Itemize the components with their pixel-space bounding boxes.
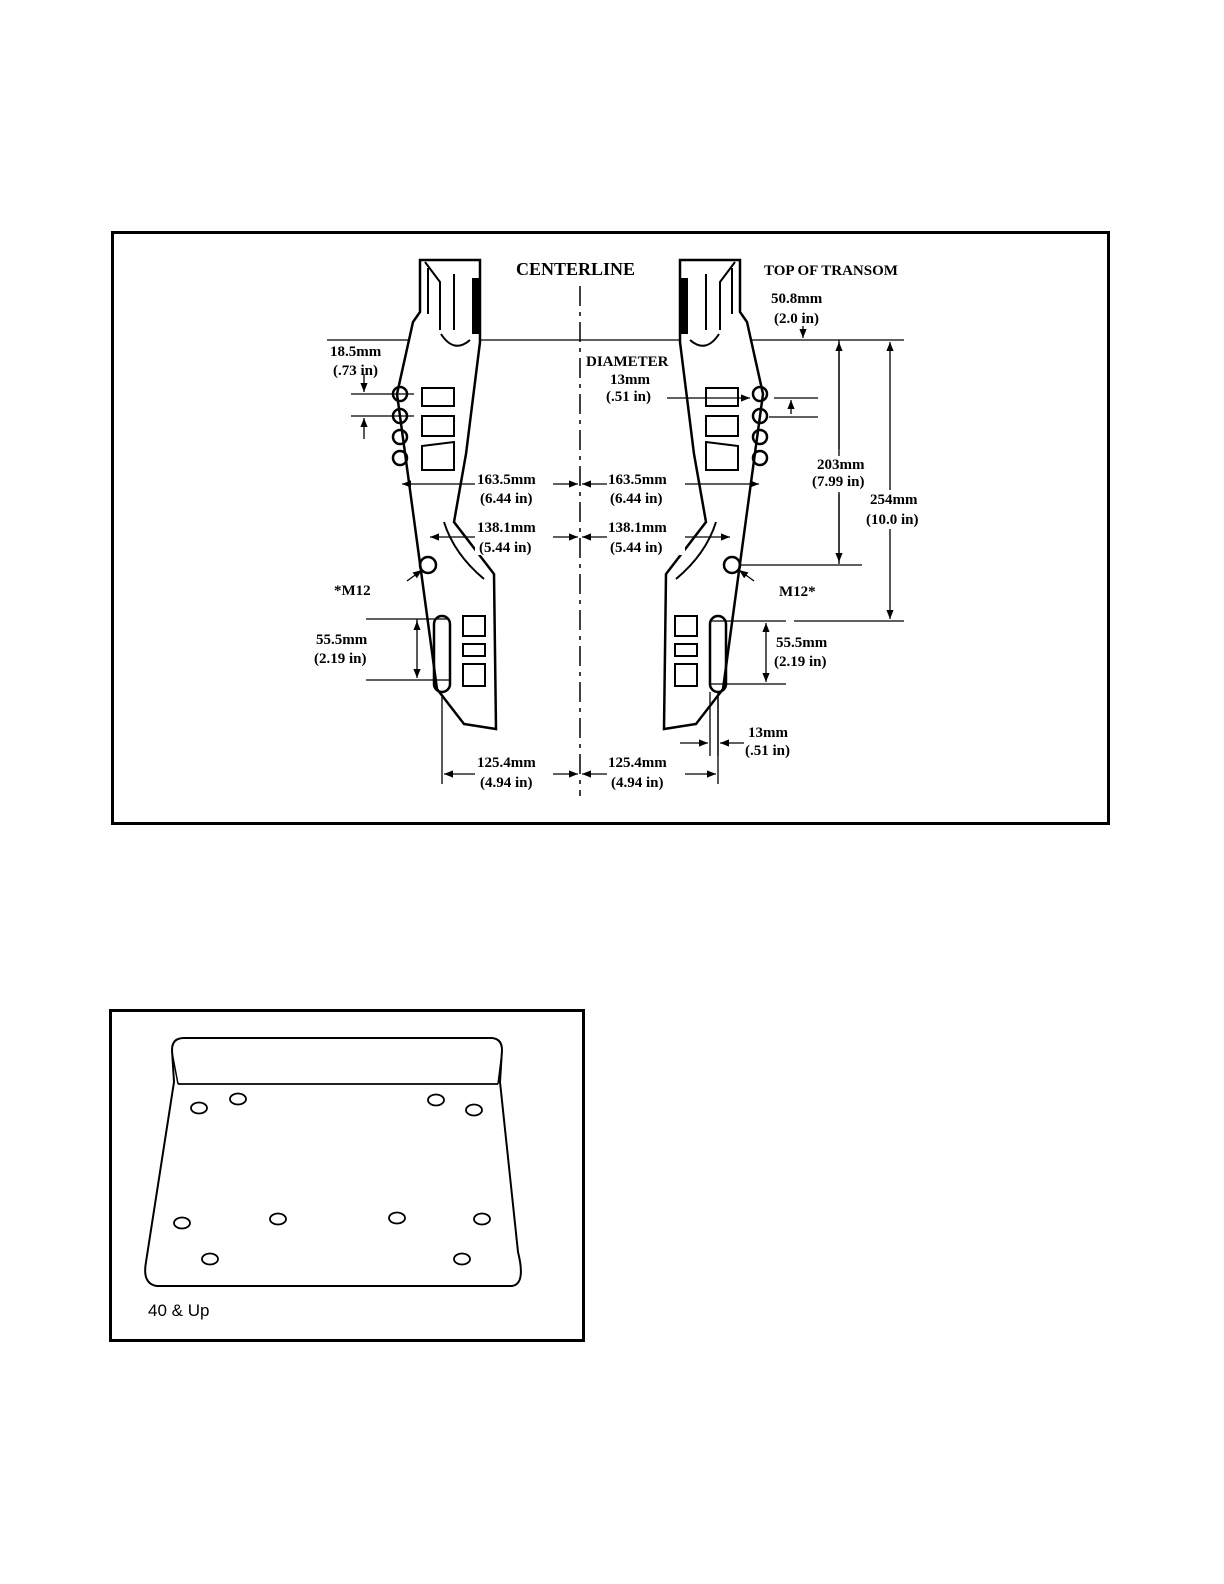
dim-203-in: (7.99 in) xyxy=(812,474,865,490)
dim-top-in: (2.0 in) xyxy=(774,311,819,327)
m12-left-label: *M12 xyxy=(334,583,371,599)
mounting-plate-drawing xyxy=(112,1012,582,1339)
centerline-label: CENTERLINE xyxy=(516,259,635,279)
dim-203-mm: 203mm xyxy=(817,457,865,473)
dim-163-right-mm: 163.5mm xyxy=(608,472,667,488)
dim-55-right-in: (2.19 in) xyxy=(774,654,827,670)
diameter-in: (.51 in) xyxy=(606,389,651,405)
dim-138-left-in: (5.44 in) xyxy=(479,540,532,556)
dim-left-hole-in: (.73 in) xyxy=(333,363,378,379)
bracket-dimension-figure: CENTERLINE TOP OF TRANSOM 50.8mm (2.0 in… xyxy=(111,231,1110,825)
dim-55-left-mm: 55.5mm xyxy=(316,632,368,648)
dim-125-right-mm: 125.4mm xyxy=(608,755,667,771)
dim-254-in: (10.0 in) xyxy=(866,512,919,528)
top-of-transom-label: TOP OF TRANSOM xyxy=(764,263,898,279)
mounting-plate xyxy=(145,1038,521,1286)
dim-slot-in: (.51 in) xyxy=(745,743,790,759)
diameter-mm: 13mm xyxy=(610,372,650,388)
m12-right-label: M12* xyxy=(779,584,816,600)
dim-163-left-mm: 163.5mm xyxy=(477,472,536,488)
dim-163-right-in: (6.44 in) xyxy=(610,491,663,507)
dim-slot-mm: 13mm xyxy=(748,725,788,741)
dim-left-hole-mm: 18.5mm xyxy=(330,344,382,360)
bracket-diagram: CENTERLINE TOP OF TRANSOM 50.8mm (2.0 in… xyxy=(114,234,1107,822)
dim-125-right-in: (4.94 in) xyxy=(611,775,664,791)
dim-55-left-in: (2.19 in) xyxy=(314,651,367,667)
dim-163-left-in: (6.44 in) xyxy=(480,491,533,507)
dim-125-left-in: (4.94 in) xyxy=(480,775,533,791)
dim-138-left-mm: 138.1mm xyxy=(477,520,536,536)
model-range-caption: 40 & Up xyxy=(148,1301,209,1321)
dim-254-mm: 254mm xyxy=(870,492,918,508)
mounting-plate-figure: 40 & Up xyxy=(109,1009,585,1342)
dim-55-right-mm: 55.5mm xyxy=(776,635,828,651)
dim-138-right-in: (5.44 in) xyxy=(610,540,663,556)
dim-top-mm: 50.8mm xyxy=(771,291,823,307)
dim-125-left-mm: 125.4mm xyxy=(477,755,536,771)
dim-138-right-mm: 138.1mm xyxy=(608,520,667,536)
diameter-label: DIAMETER xyxy=(586,354,669,370)
